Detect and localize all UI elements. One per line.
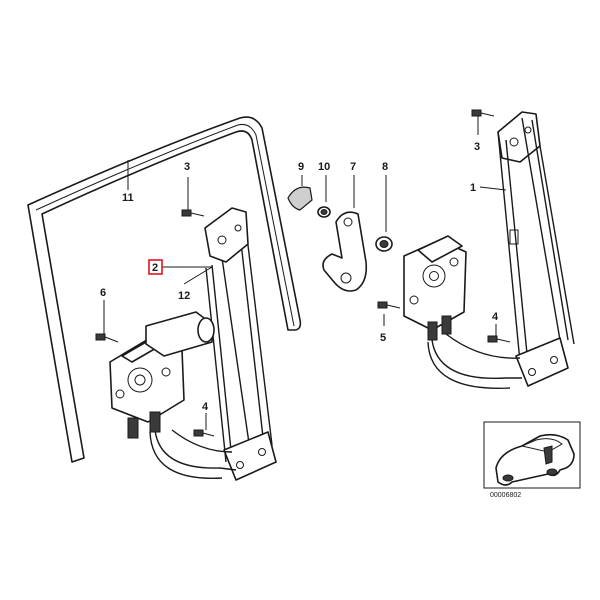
leader-regulator-left xyxy=(183,266,213,285)
callout-bolt-left-bottom: 4 xyxy=(202,401,209,413)
inset-frame xyxy=(483,421,581,489)
left-motor xyxy=(109,311,215,439)
inset-reference: 00006802 xyxy=(483,421,581,499)
bolt-left-top-icon xyxy=(181,177,205,217)
highlight-box xyxy=(148,259,163,275)
small-bushing-icon xyxy=(317,175,331,218)
callout-bolt-left-top: 3 xyxy=(184,161,190,173)
bushing-icon xyxy=(375,175,393,252)
callout-bolt-left-motor: 6 xyxy=(100,287,106,299)
window-glass xyxy=(27,116,302,463)
right-regulator xyxy=(427,111,575,389)
left-regulator xyxy=(149,207,277,481)
right-motor xyxy=(403,235,467,341)
callout-regulator-right: 1 xyxy=(470,182,476,194)
bolt-right-motor-icon xyxy=(377,301,401,326)
callout-bolt-right-motor: 5 xyxy=(380,332,386,344)
car-silhouette-icon xyxy=(495,433,575,486)
bolt-right-top-icon xyxy=(471,109,495,135)
callout-clip: 9 xyxy=(298,161,304,173)
clip-icon xyxy=(287,175,313,211)
callout-highlighted: 2 xyxy=(152,262,158,274)
leader-regulator-right xyxy=(479,186,507,191)
callout-lever: 7 xyxy=(350,161,356,173)
lever-arm xyxy=(322,175,368,292)
bolt-left-motor-icon xyxy=(95,300,119,343)
callout-glass: 11 xyxy=(122,192,134,204)
reference-number: 00006802 xyxy=(490,492,521,499)
callout-bushing-small: 10 xyxy=(318,161,330,173)
bolt-right-bottom-icon xyxy=(487,324,511,343)
callout-regulator-left: 12 xyxy=(178,290,190,302)
callout-bolt-right-bottom: 4 xyxy=(492,311,499,323)
callout-bolt-right-top: 3 xyxy=(474,141,480,153)
callout-bushing: 8 xyxy=(382,161,388,173)
bolt-left-bottom-icon xyxy=(193,413,215,437)
